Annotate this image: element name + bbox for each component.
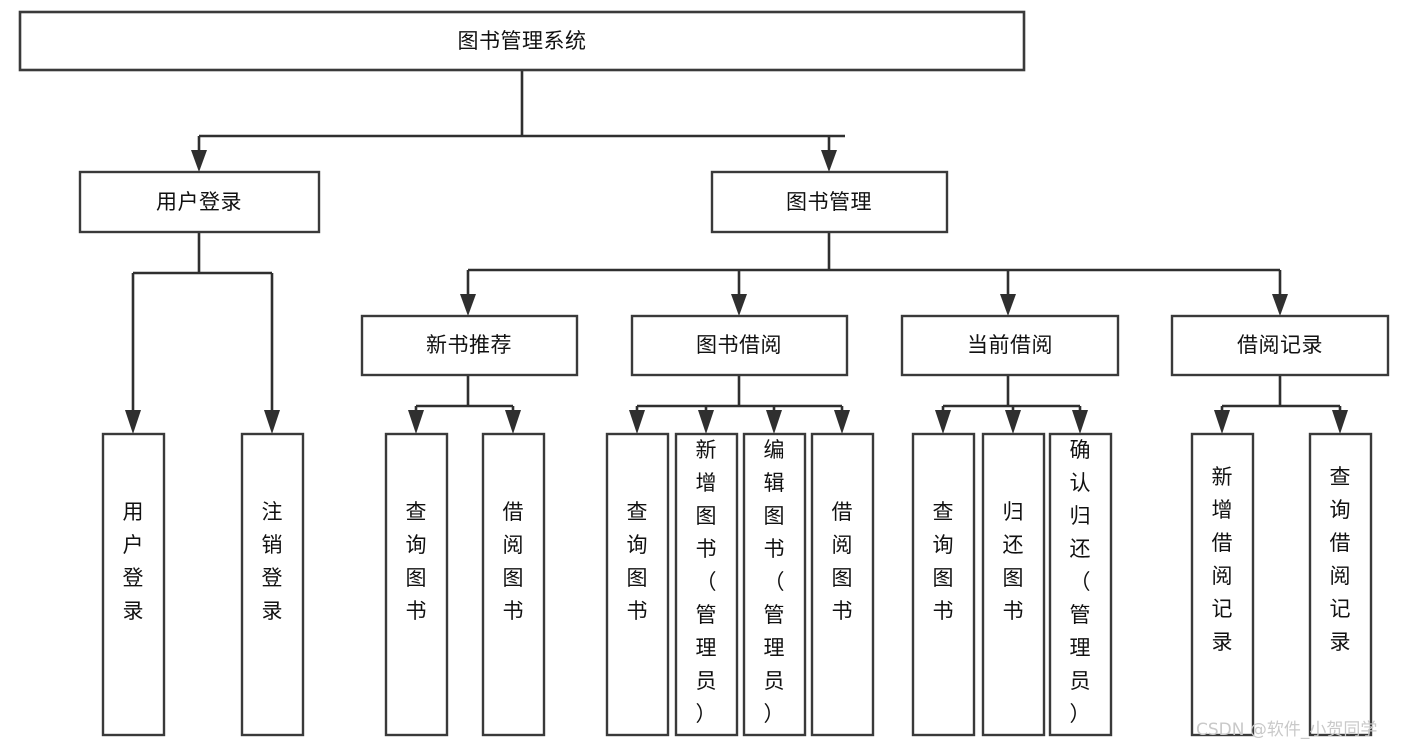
arrow-to-leaf-confirm-return: [1072, 410, 1088, 434]
node-root-box[interactable]: [18, 10, 1026, 72]
node-leaf-borrow-book-1-label: 借阅图书: [503, 500, 524, 623]
node-leaf-edit-book-box[interactable]: [742, 432, 807, 737]
node-current-borrow-label: 当前借阅: [967, 333, 1053, 357]
arrow-to-leaf-query-book-3: [935, 410, 951, 434]
csdn-watermark: CSDN @软件_小贺同学: [1196, 720, 1377, 740]
arrow-to-leaf-add-book: [698, 410, 714, 434]
node-book-borrow[interactable]: 图书借阅: [630, 314, 849, 377]
node-leaf-query-book-2[interactable]: 查询图书: [605, 432, 670, 737]
arrow-to-book-manage: [821, 150, 837, 172]
arrow-to-current-borrow: [1000, 294, 1016, 316]
node-leaf-borrow-book-1-box[interactable]: [481, 432, 546, 737]
node-new-book-recommend-label: 新书推荐: [426, 333, 512, 357]
node-current-borrow-box[interactable]: [900, 314, 1120, 377]
node-borrow-record-box[interactable]: [1170, 314, 1390, 377]
arrow-to-leaf-query-book-2: [629, 410, 645, 434]
node-book-manage-box[interactable]: [710, 170, 949, 234]
node-leaf-query-book-3-label: 查询图书: [933, 500, 954, 623]
node-leaf-edit-book[interactable]: 编辑图书（管理员）: [742, 432, 807, 737]
arrow-to-leaf-user-login: [125, 410, 141, 434]
node-leaf-query-record-box[interactable]: [1308, 432, 1373, 737]
node-leaf-user-logout-label: 注销登录: [262, 500, 283, 623]
arrow-to-leaf-edit-book: [766, 410, 782, 434]
node-book-manage[interactable]: 图书管理: [710, 170, 949, 234]
node-leaf-query-book-2-label: 查询图书: [627, 500, 648, 623]
node-borrow-record[interactable]: 借阅记录: [1170, 314, 1390, 377]
node-leaf-user-login-box[interactable]: [101, 432, 166, 737]
node-leaf-add-book-label: 新增图书（管理员）: [696, 438, 717, 726]
node-leaf-query-record-label: 查询借阅记录: [1330, 465, 1351, 654]
node-user-login-box[interactable]: [78, 170, 321, 234]
node-leaf-query-book-3-box[interactable]: [911, 432, 976, 737]
node-leaf-borrow-book-2-box[interactable]: [810, 432, 875, 737]
node-leaf-query-book-1-label: 查询图书: [406, 500, 427, 623]
node-leaf-confirm-return-label: 确认归还（管理员）: [1070, 438, 1091, 726]
node-leaf-return-book-box[interactable]: [981, 432, 1046, 737]
node-root-label: 图书管理系统: [458, 29, 587, 53]
node-leaf-borrow-book-1[interactable]: 借阅图书: [481, 432, 546, 737]
node-current-borrow[interactable]: 当前借阅: [900, 314, 1120, 377]
node-leaf-edit-book-label: 编辑图书（管理员）: [764, 438, 785, 726]
node-borrow-record-label: 借阅记录: [1237, 333, 1323, 357]
arrow-to-leaf-query-book-1: [408, 410, 424, 434]
node-leaf-add-record[interactable]: 新增借阅记录: [1190, 432, 1255, 737]
arrow-to-leaf-return-book: [1005, 410, 1021, 434]
node-book-borrow-box[interactable]: [630, 314, 849, 377]
arrow-to-leaf-borrow-book-1: [505, 410, 521, 434]
node-new-book-recommend[interactable]: 新书推荐: [360, 314, 579, 377]
arrow-to-book-borrow: [731, 294, 747, 316]
arrow-to-leaf-add-record: [1214, 410, 1230, 434]
node-user-login-label: 用户登录: [156, 190, 242, 214]
node-leaf-query-book-1-box[interactable]: [384, 432, 449, 737]
connector-layer: [125, 70, 1348, 434]
arrow-to-leaf-user-logout: [264, 410, 280, 434]
arrow-to-user-login: [191, 150, 207, 172]
node-leaf-query-book-1[interactable]: 查询图书: [384, 432, 449, 737]
node-leaf-add-book[interactable]: 新增图书（管理员）: [674, 432, 739, 737]
node-leaf-return-book-label: 归还图书: [1003, 500, 1024, 623]
node-user-login[interactable]: 用户登录: [78, 170, 321, 234]
node-leaf-add-book-box[interactable]: [674, 432, 739, 737]
node-new-book-recommend-box[interactable]: [360, 314, 579, 377]
node-leaf-return-book[interactable]: 归还图书: [981, 432, 1046, 737]
node-leaf-add-record-label: 新增借阅记录: [1212, 465, 1233, 654]
node-book-manage-label: 图书管理: [786, 190, 872, 214]
node-leaf-user-login-label: 用户登录: [123, 500, 144, 623]
node-leaf-query-book-2-box[interactable]: [605, 432, 670, 737]
node-leaf-borrow-book-2[interactable]: 借阅图书: [810, 432, 875, 737]
node-leaf-add-record-box[interactable]: [1190, 432, 1255, 737]
arrow-to-new-book-recommend: [460, 294, 476, 316]
arrow-to-leaf-query-record: [1332, 410, 1348, 434]
node-leaf-confirm-return[interactable]: 确认归还（管理员）: [1048, 432, 1113, 737]
node-book-borrow-label: 图书借阅: [696, 333, 782, 357]
node-leaf-query-book-3[interactable]: 查询图书: [911, 432, 976, 737]
node-root[interactable]: 图书管理系统: [18, 10, 1026, 72]
node-leaf-user-login[interactable]: 用户登录: [101, 432, 166, 737]
node-leaf-confirm-return-box[interactable]: [1048, 432, 1113, 737]
node-leaf-query-record[interactable]: 查询借阅记录: [1308, 432, 1373, 737]
node-leaf-borrow-book-2-label: 借阅图书: [832, 500, 853, 623]
arrow-to-leaf-borrow-book-2: [834, 410, 850, 434]
node-leaf-user-logout[interactable]: 注销登录: [240, 432, 305, 737]
arrow-to-borrow-record: [1272, 294, 1288, 316]
node-leaf-user-logout-box[interactable]: [240, 432, 305, 737]
